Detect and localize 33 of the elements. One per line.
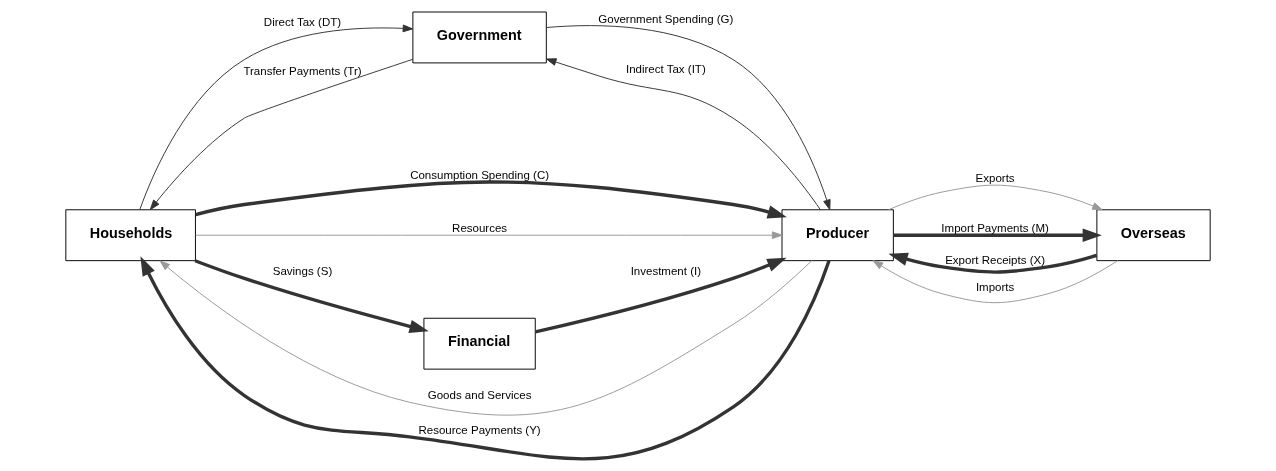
arrow: [194, 259, 429, 333]
arrow: [872, 260, 1119, 304]
arrow: [888, 252, 1098, 274]
arrow: [195, 180, 787, 219]
edge-label: Imports: [975, 280, 1015, 293]
edge-label: Consumption Spending (C): [410, 169, 550, 182]
edge-label: Import Payments (M): [941, 221, 1049, 234]
edge-label: Export Receipts (X): [945, 253, 1046, 266]
edge-label: Transfer Payments (Tr): [243, 64, 362, 77]
arrow: [893, 228, 1102, 242]
edge-label: Exports: [975, 172, 1015, 185]
arrow: [139, 24, 414, 211]
edge-label: Savings (S): [272, 265, 333, 278]
arrow: [888, 184, 1103, 211]
arrow: [149, 58, 414, 211]
edge-label: Government Spending (G): [598, 12, 734, 25]
edge-label: Resources: [452, 221, 508, 234]
arrow: [545, 25, 831, 211]
node-box: Overseas: [1096, 209, 1211, 262]
arrow: [140, 256, 831, 461]
edge-label: Indirect Tax (IT): [625, 62, 706, 75]
edge-label: Direct Tax (DT): [263, 15, 342, 28]
node-box: Producer: [781, 209, 894, 262]
node-box: Government: [412, 11, 547, 64]
node-box: Financial: [423, 317, 536, 370]
node-box: Households: [65, 209, 196, 262]
arrow: [545, 58, 821, 211]
edge-label: Investment (I): [630, 265, 702, 278]
arrow: [535, 257, 787, 334]
arrow: [195, 231, 783, 240]
edge-label: Resource Payments (Y): [418, 423, 541, 436]
edge-label: Goods and Services: [427, 388, 532, 401]
arrow: [159, 260, 813, 416]
